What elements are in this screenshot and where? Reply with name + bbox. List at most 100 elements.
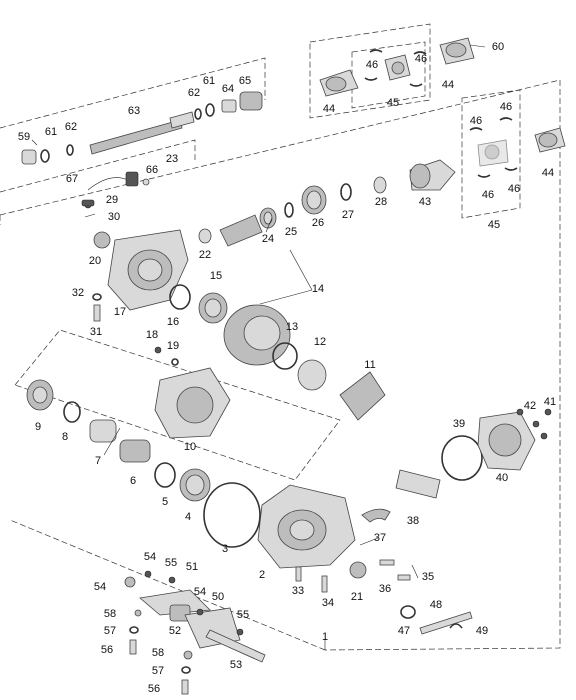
callout-number: 51	[186, 561, 198, 573]
callout-number: 23	[166, 153, 178, 165]
sensor-assembly	[87, 171, 150, 191]
callout-number: 14	[312, 283, 324, 295]
callout-number: 5	[162, 496, 168, 508]
callout-number: 54	[194, 586, 206, 598]
callout-number: 31	[90, 326, 102, 338]
main-housing	[257, 484, 411, 593]
pinion-bearings-row	[198, 176, 387, 247]
callout-number: 22	[199, 249, 211, 261]
part-59	[21, 149, 37, 165]
callout-number: 60	[492, 41, 504, 53]
callout-number: 67	[66, 173, 78, 185]
upper-shaft-assembly	[21, 91, 263, 165]
callout-number: 46	[508, 183, 520, 195]
callout-number: 46	[366, 59, 378, 71]
front-housing	[81, 199, 189, 322]
callout-number: 15	[210, 270, 222, 282]
callout-number: 32	[72, 287, 84, 299]
callout-number: 2	[259, 569, 265, 581]
callout-number: 64	[222, 83, 234, 95]
callout-number: 54	[144, 551, 156, 563]
callout-number: 49	[476, 625, 488, 637]
callout-number: 37	[374, 532, 386, 544]
callout-number: 34	[322, 597, 334, 609]
callout-number: 58	[152, 647, 164, 659]
callout-number: 39	[453, 418, 465, 430]
callout-number: 13	[286, 321, 298, 333]
callout-number: 57	[104, 625, 116, 637]
part-65	[239, 91, 263, 111]
callout-number: 46	[470, 115, 482, 127]
callout-number: 8	[62, 431, 68, 443]
callout-number: 56	[148, 683, 160, 695]
leader-lines	[31, 44, 486, 650]
bottom-right-parts	[400, 605, 473, 635]
callout-number: 58	[104, 608, 116, 620]
callout-number: 28	[375, 196, 387, 208]
callout-number: 46	[482, 189, 494, 201]
callout-labels: 1234567891011121314151617181920212223242…	[18, 41, 556, 695]
callout-number: 25	[285, 226, 297, 238]
callout-number: 18	[146, 329, 158, 341]
callout-number: 6	[130, 475, 136, 487]
callout-number: 55	[237, 609, 249, 621]
callout-number: 17	[114, 306, 126, 318]
callout-number: 55	[165, 557, 177, 569]
callout-number: 41	[544, 396, 556, 408]
callout-number: 10	[184, 441, 196, 453]
bracket-and-block	[361, 469, 441, 523]
callout-number: 29	[106, 194, 118, 206]
callout-number: 24	[262, 233, 274, 245]
callout-number: 33	[292, 585, 304, 597]
callout-number: 16	[167, 316, 179, 328]
lower-left-parts	[119, 439, 261, 548]
middle-universal-joint	[409, 117, 566, 191]
callout-number: 44	[442, 79, 454, 91]
callout-number: 62	[65, 121, 77, 133]
callout-number: 57	[152, 665, 164, 677]
ring-gear-set	[169, 284, 386, 421]
callout-number: 65	[239, 75, 251, 87]
callout-number: 1	[322, 631, 328, 643]
callout-number: 7	[95, 455, 101, 467]
callout-number: 20	[89, 255, 101, 267]
callout-number: 30	[108, 211, 120, 223]
part-64	[221, 99, 237, 113]
callout-number: 4	[185, 511, 191, 523]
callout-number: 46	[415, 53, 427, 65]
callout-number: 59	[18, 131, 30, 143]
part-61-right	[205, 103, 215, 117]
callout-number: 43	[419, 196, 431, 208]
callout-number: 45	[488, 219, 500, 231]
callout-number: 40	[496, 472, 508, 484]
callout-number: 36	[379, 583, 391, 595]
callout-number: 21	[351, 591, 363, 603]
mounting-bracket	[124, 570, 266, 695]
rear-cover	[441, 408, 552, 481]
upper-universal-joint	[319, 37, 475, 97]
callout-number: 53	[230, 659, 242, 671]
callout-number: 44	[542, 167, 554, 179]
shaft-spline	[169, 111, 195, 129]
callout-number: 52	[169, 625, 181, 637]
part-62-left	[66, 144, 74, 156]
callout-number: 11	[364, 359, 375, 371]
callout-number: 26	[312, 217, 324, 229]
callout-number: 56	[101, 644, 113, 656]
callout-number: 9	[35, 421, 41, 433]
callout-number: 61	[203, 75, 215, 87]
callout-number: 62	[188, 87, 200, 99]
callout-number: 48	[430, 599, 442, 611]
callout-number: 61	[45, 126, 57, 138]
callout-number: 45	[387, 97, 399, 109]
callout-number: 63	[128, 105, 140, 117]
part-63-shaft	[89, 119, 183, 155]
callout-number: 46	[500, 101, 512, 113]
callout-number: 38	[407, 515, 419, 527]
differential-case	[26, 346, 231, 443]
callout-number: 66	[146, 164, 158, 176]
callout-number: 47	[398, 625, 410, 637]
callout-number: 12	[314, 336, 326, 348]
